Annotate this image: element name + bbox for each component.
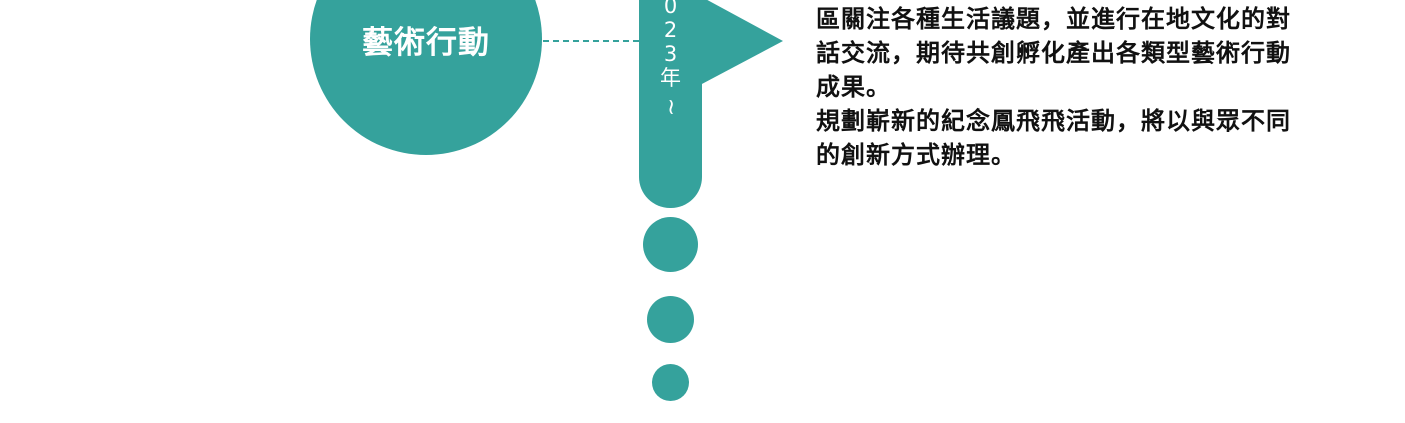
year-char: 年	[660, 66, 681, 90]
year-label: 0 2 3 年 ~	[639, 0, 702, 120]
timeline-dot	[643, 217, 698, 272]
description-text: 區關注各種生活議題，並進行在地文化的對 話交流，期待共創孵化產出各類型藝術行動 …	[816, 2, 1376, 172]
timeline-dot	[652, 364, 689, 401]
description-paragraph: 規劃嶄新的紀念鳳飛飛活動，將以與眾不同 的創新方式辦理。	[816, 107, 1291, 169]
timeline-bar	[639, 0, 702, 208]
timeline-dot	[647, 296, 694, 343]
year-char: 0	[663, 0, 678, 18]
year-tilde: ~	[658, 97, 684, 117]
year-char: 2	[663, 18, 678, 42]
description-paragraph: 區關注各種生活議題，並進行在地文化的對 話交流，期待共創孵化產出各類型藝術行動 …	[816, 5, 1291, 101]
year-char: 3	[663, 42, 678, 66]
dashed-connector	[543, 40, 639, 42]
pointer-arrow	[700, 0, 783, 85]
topic-label: 藝術行動	[362, 25, 490, 61]
